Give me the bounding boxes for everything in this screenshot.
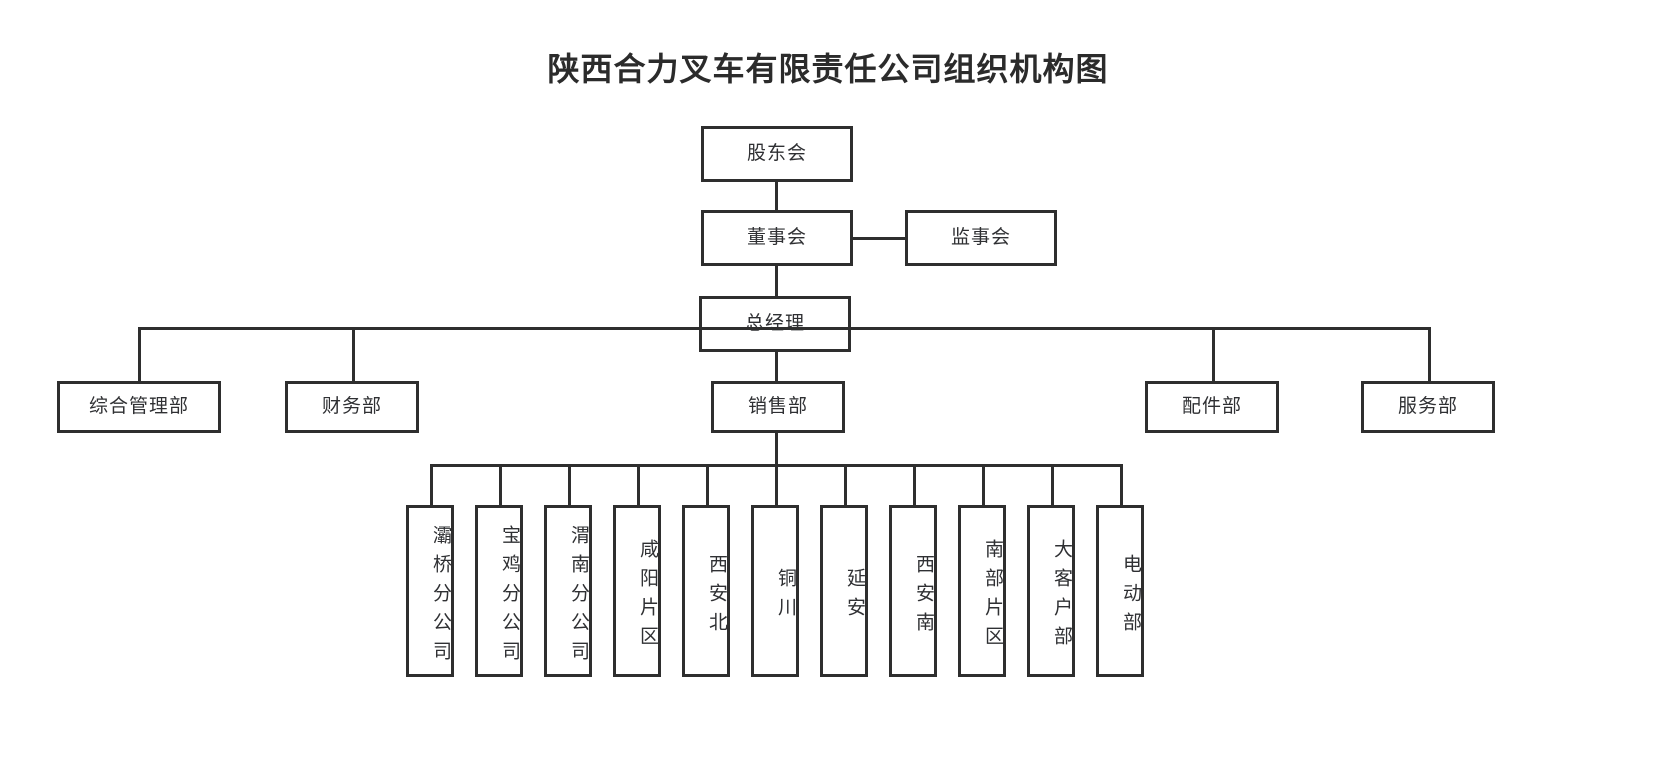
- connector-sales-to-unit-3: [568, 464, 571, 505]
- connector-gm-to-sales: [775, 352, 778, 381]
- connector-sales-to-unit-4: [637, 464, 640, 505]
- node-sales-unit-baoji[interactable]: 宝鸡分公司: [475, 505, 523, 677]
- node-sales-unit-xian-south[interactable]: 西安南: [889, 505, 937, 677]
- connector-sales-to-unit-9: [982, 464, 985, 505]
- node-dept-general-admin[interactable]: 综合管理部: [57, 381, 221, 433]
- connector-board-to-supervisors: [853, 237, 905, 240]
- page-title: 陕西合力叉车有限责任公司组织机构图: [547, 51, 1109, 87]
- connector-gm-to-service: [1428, 327, 1431, 381]
- connector-board-to-gm: [775, 266, 778, 296]
- connector-sales-to-unit-7: [844, 464, 847, 505]
- connector-gm-to-general-admin: [138, 327, 141, 381]
- node-dept-parts[interactable]: 配件部: [1145, 381, 1279, 433]
- connector-gm-to-finance: [352, 327, 355, 381]
- connector-sales-to-unit-2: [499, 464, 502, 505]
- node-dept-sales[interactable]: 销售部: [711, 381, 845, 433]
- node-sales-unit-tongchuan[interactable]: 铜川: [751, 505, 799, 677]
- node-sales-unit-xian-north[interactable]: 西安北: [682, 505, 730, 677]
- node-dept-service[interactable]: 服务部: [1361, 381, 1495, 433]
- connector-sales-to-unit-6: [775, 464, 778, 505]
- node-board-of-supervisors[interactable]: 监事会: [905, 210, 1057, 266]
- node-sales-unit-south-area[interactable]: 南部片区: [958, 505, 1006, 677]
- connector-gm-bus: [138, 327, 1429, 330]
- connector-sales-to-unit-5: [706, 464, 709, 505]
- node-sales-unit-key-account[interactable]: 大客户部: [1027, 505, 1075, 677]
- node-sales-unit-yanan[interactable]: 延安: [820, 505, 868, 677]
- node-sales-unit-xianyang[interactable]: 咸阳片区: [613, 505, 661, 677]
- node-sales-unit-weinan[interactable]: 渭南分公司: [544, 505, 592, 677]
- node-general-manager[interactable]: 总经理: [699, 296, 851, 352]
- node-dept-finance[interactable]: 财务部: [285, 381, 419, 433]
- connector-gm-to-parts: [1212, 327, 1215, 381]
- node-sales-unit-electric[interactable]: 电动部: [1096, 505, 1144, 677]
- connector-sales-to-unit-8: [913, 464, 916, 505]
- connector-sales-to-unit-10: [1051, 464, 1054, 505]
- node-board-of-directors[interactable]: 董事会: [701, 210, 853, 266]
- connector-sales-to-unit-11: [1120, 464, 1123, 505]
- connector-sales-to-bus: [775, 433, 778, 466]
- connector-shareholders-to-board: [775, 182, 778, 210]
- connector-sales-to-unit-1: [430, 464, 433, 505]
- node-shareholders[interactable]: 股东会: [701, 126, 853, 182]
- node-sales-unit-baqiao[interactable]: 灞桥分公司: [406, 505, 454, 677]
